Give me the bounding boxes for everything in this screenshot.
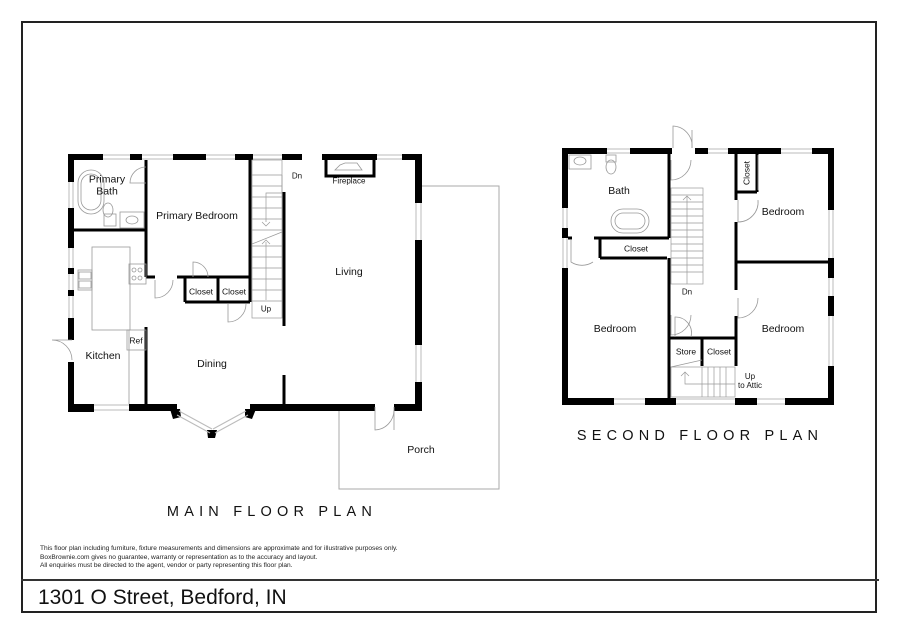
second-interior-walls (568, 154, 830, 398)
primary-bath-label-line1: Primary (88, 173, 126, 186)
room-label-living: Living (335, 266, 363, 279)
main-floor-title: MAIN FLOOR PLAN (166, 504, 378, 520)
primary-bath-label-line2: Bath (96, 185, 118, 197)
second-doors (570, 125, 759, 338)
attic-stairs-label: Up to Attic (737, 372, 763, 391)
porch-outline (338, 185, 500, 490)
property-address: 1301 O Street, Bedford, IN (38, 586, 287, 609)
fireplace-symbol (324, 158, 376, 178)
sheet-frame (21, 21, 877, 613)
attic-label-line1: Up (744, 372, 756, 382)
second-floor-drawing (562, 125, 834, 405)
room-label-bedroom-bottom-right: Bedroom (761, 323, 805, 336)
main-floor-drawing (51, 154, 500, 490)
second-floor-title: SECOND FLOOR PLAN (576, 428, 824, 444)
stairs-up-label: Up (260, 304, 272, 314)
main-interior-walls (74, 160, 286, 407)
room-label-closet-2: Closet (221, 286, 247, 297)
second-exterior-walls (562, 148, 834, 405)
main-stairs (251, 159, 283, 319)
room-label-bedroom-top-right: Bedroom (761, 206, 805, 219)
room-label-closet-bottom: Closet (706, 346, 732, 357)
disclaimer-line-2: BoxBrownie.com gives no guarantee, warra… (40, 553, 318, 561)
main-exterior-walls (68, 154, 422, 438)
attic-label-line2: to Attic (737, 381, 763, 390)
room-label-bedroom-left: Bedroom (593, 323, 637, 336)
room-label-kitchen: Kitchen (85, 350, 121, 363)
main-fixtures (77, 169, 147, 404)
disclaimer-line-3: All enquiries must be directed to the ag… (40, 562, 293, 570)
main-doors (51, 166, 395, 431)
stairs-down-label-2: Dn (681, 287, 693, 297)
room-label-primary-bath: Primary Bath (89, 174, 125, 197)
fixture-label-fireplace: Fireplace (332, 176, 366, 186)
room-label-closet-1: Closet (188, 286, 214, 297)
room-label-bath: Bath (608, 185, 630, 198)
footer-divider (21, 579, 879, 581)
room-label-porch: Porch (407, 444, 435, 457)
second-windows (562, 148, 834, 405)
room-label-primary-bedroom: Primary Bedroom (156, 210, 238, 223)
room-label-bath-closet: Closet (623, 243, 649, 254)
disclaimer-line-1: This floor plan including furniture, fix… (40, 545, 398, 552)
second-fixtures (568, 154, 650, 234)
stairs-down-label: Dn (291, 171, 303, 181)
fixture-label-ref: Ref (129, 335, 143, 346)
room-label-vertical-closet: Closet (741, 160, 752, 186)
room-label-dining: Dining (197, 358, 227, 371)
room-label-store: Store (675, 346, 697, 357)
disclaimer-block: This floor plan including furniture, fix… (40, 545, 398, 571)
main-windows (68, 154, 422, 434)
second-stairs (670, 187, 736, 398)
